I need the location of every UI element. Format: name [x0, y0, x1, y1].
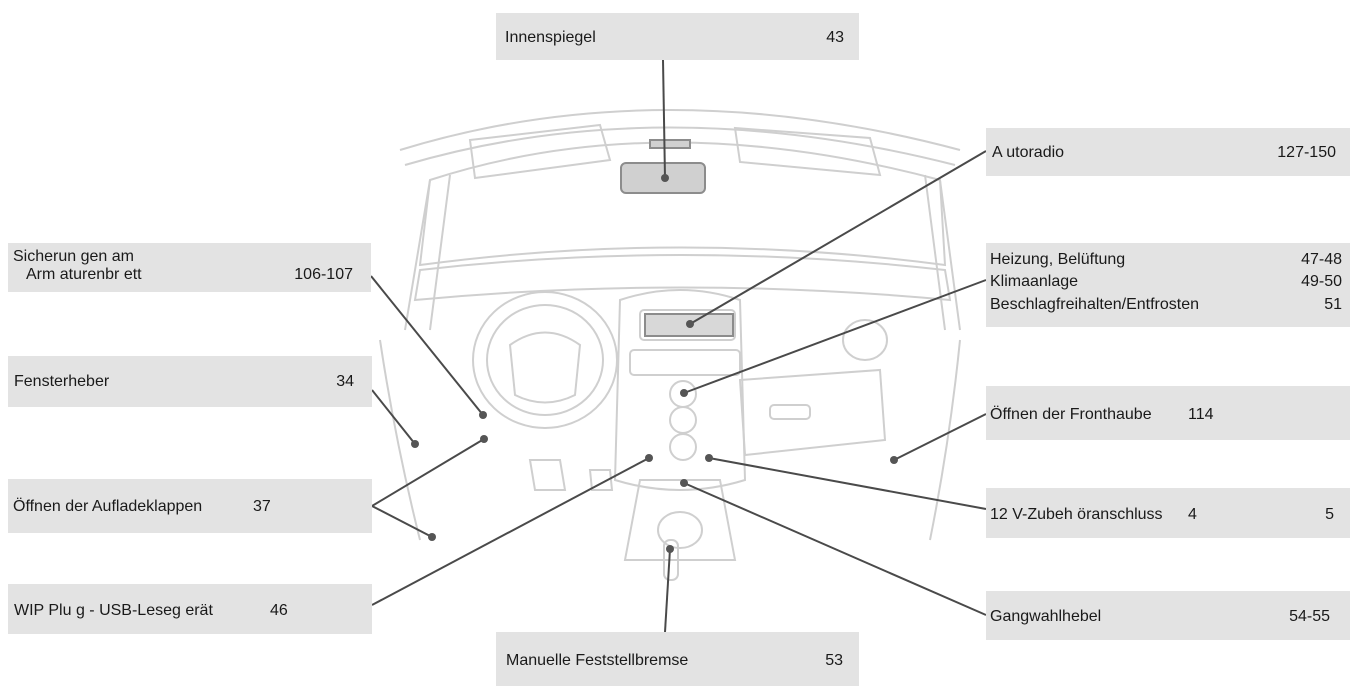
- label-klima: Klimaanlage: [990, 273, 1079, 290]
- page-fensterheber: 34: [336, 373, 354, 390]
- radio-unit: [639, 309, 736, 341]
- callout-wip: WIP Plu g - USB-Leseg erät 46: [8, 584, 372, 634]
- leader-dots: [411, 174, 898, 553]
- page-fronthaube: 114: [1188, 406, 1214, 423]
- label-fensterheber: Fensterheber: [14, 373, 110, 390]
- page-gangwahl: 54-55: [1289, 608, 1330, 625]
- label-feststell: Manuelle Feststellbremse: [506, 652, 689, 669]
- pedals: [528, 459, 614, 491]
- page-zubehoer-a: 4: [1188, 506, 1197, 523]
- page-aufladeklappen: 37: [253, 498, 271, 515]
- label-fronthaube: Öffnen der Fronthaube: [990, 406, 1152, 423]
- steering-hub: [508, 331, 582, 404]
- left-door: [379, 339, 421, 541]
- leader-aufladeklappen-a: [371, 438, 485, 507]
- label-sicherungen-1: Sicherun gen am: [13, 248, 134, 265]
- steering-wheel-outer: [472, 291, 618, 429]
- label-gangwahl: Gangwahlhebel: [990, 608, 1102, 625]
- a-pillar-right: [924, 174, 961, 331]
- leader-gangwahl: [683, 482, 987, 616]
- label-sicherungen-2: Arm aturenbr ett: [26, 266, 142, 283]
- center-console: [623, 479, 737, 561]
- label-zubehoer: 12 V-Zubeh öranschluss: [990, 506, 1163, 523]
- leader-autoradio: [689, 150, 987, 325]
- callout-autoradio: A utoradio 127-150: [986, 128, 1350, 176]
- leader-lines: [370, 59, 987, 633]
- right-door: [929, 339, 961, 541]
- label-wip: WIP Plu g - USB-Leseg erät: [14, 602, 213, 619]
- page-zubehoer-b: 5: [1325, 506, 1334, 523]
- callout-fronthaube: Öffnen der Fronthaube 114: [986, 386, 1350, 440]
- steering-wheel-inner: [486, 304, 604, 416]
- leader-feststell: [664, 548, 671, 633]
- page-autoradio: 127-150: [1277, 144, 1336, 161]
- page-beschlag: 51: [1324, 296, 1342, 313]
- beschlag-row: Beschlagfreihalten/Entfrosten 51: [990, 295, 1342, 315]
- glovebox-handle: [769, 404, 811, 420]
- gear-knob: [657, 511, 703, 549]
- page-klima: 49-50: [1301, 273, 1342, 290]
- page-sicherungen: 106-107: [294, 266, 353, 283]
- callout-feststell: Manuelle Feststellbremse 53: [496, 632, 859, 686]
- sun-visor-right: [733, 126, 882, 177]
- label-heizung: Heizung, Belüftung: [990, 251, 1126, 268]
- callout-sicherungen: Sicherun gen am Arm aturenbr ett 106-107: [8, 243, 371, 292]
- label-beschlag: Beschlagfreihalten/Entfrosten: [990, 296, 1200, 313]
- glovebox: [738, 368, 887, 457]
- label-aufladeklappen: Öffnen der Aufladeklappen: [13, 498, 203, 515]
- klima-row: Klimaanlage 49-50: [990, 272, 1342, 292]
- handbrake: [663, 539, 679, 581]
- a-pillar-left: [404, 174, 451, 331]
- page-feststell: 53: [825, 652, 843, 669]
- leader-aufladeklappen-b: [371, 505, 433, 538]
- label-autoradio: A utoradio: [992, 144, 1065, 161]
- page-innenspiegel: 43: [826, 29, 844, 46]
- leader-innenspiegel: [662, 59, 666, 179]
- callout-heizung: Heizung, Belüftung 47-48 Klimaanlage 49-…: [986, 243, 1350, 327]
- leader-zubehoer: [708, 457, 987, 510]
- callout-zubehoer: 12 V-Zubeh öranschluss 4 5: [986, 488, 1350, 538]
- dashboard-top: [413, 254, 952, 302]
- windshield-outline: [418, 141, 947, 267]
- knob-3: [669, 433, 697, 461]
- right-vent: [842, 319, 888, 361]
- sun-visor-left: [468, 123, 612, 180]
- center-vents: [629, 349, 741, 376]
- page-wip: 46: [270, 602, 288, 619]
- knob-2: [669, 406, 697, 434]
- leader-wip: [371, 457, 650, 606]
- leader-fronthaube: [893, 413, 987, 461]
- label-innenspiegel: Innenspiegel: [505, 29, 596, 46]
- leader-heizung: [683, 279, 987, 394]
- roof-lines: [399, 109, 961, 166]
- callout-aufladeklappen: Öffnen der Aufladeklappen 37: [8, 479, 372, 533]
- page-heizung: 47-48: [1301, 251, 1342, 268]
- callout-gangwahl: Gangwahlhebel 54-55: [986, 591, 1350, 640]
- callout-innenspiegel: Innenspiegel 43: [496, 13, 859, 60]
- mirror-mount: [649, 139, 691, 149]
- leader-sicherungen: [370, 275, 484, 416]
- callout-fensterheber: Fensterheber 34: [8, 356, 372, 407]
- leader-fensterheber: [371, 389, 416, 445]
- center-stack: [613, 289, 747, 491]
- heizung-row: Heizung, Belüftung 47-48: [990, 250, 1342, 270]
